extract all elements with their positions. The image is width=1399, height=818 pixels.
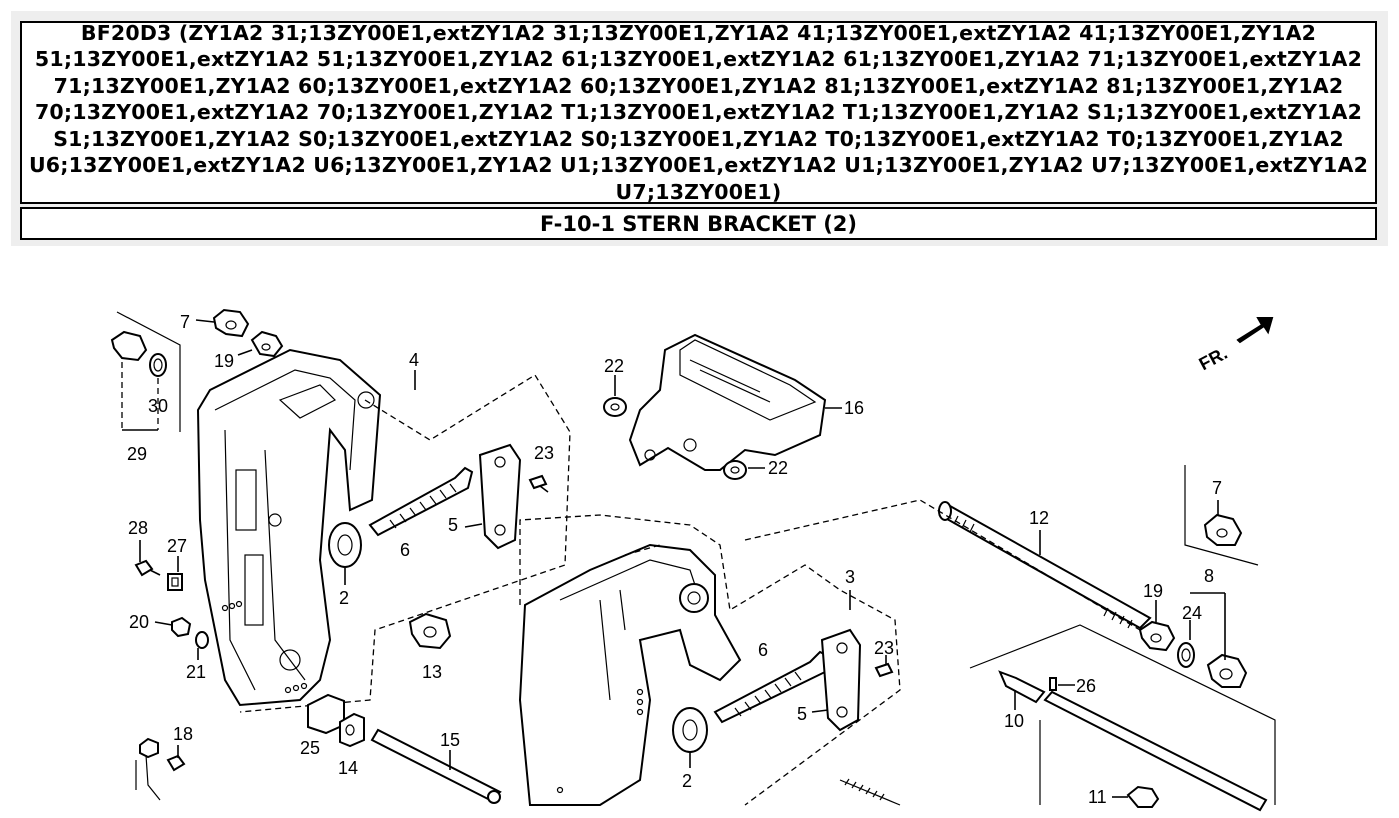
callout: 8 [1204,566,1214,586]
callout: 23 [534,443,554,463]
front-direction-arrow: FR. [1196,317,1274,374]
callout-labels: 7 19 30 29 4 22 16 22 23 5 6 2 28 27 20 … [127,312,1222,807]
model-title: BF20D3 (ZY1A2 31;13ZY00E1,extZY1A2 31;13… [20,21,1377,204]
callout: 7 [180,312,190,332]
callout: 4 [409,350,419,370]
callout: 30 [148,396,168,416]
callout: 6 [400,540,410,560]
callout: 7 [1212,478,1222,498]
inset-nut-washer [110,311,181,432]
callout: 11 [1088,787,1107,807]
callout: 16 [844,398,864,418]
subassembly-4-outline [239,370,571,713]
thrust-bracket [603,333,842,480]
swivel-shaft [744,499,1152,631]
callout: 5 [797,704,807,724]
inset-nut-right [1184,465,1259,566]
callout: 21 [186,662,206,682]
small-parts-left [134,540,452,660]
tilt-rod-right [672,628,894,768]
callout: 13 [422,662,442,682]
callout: 15 [440,730,460,750]
shaft-nuts-right [1138,592,1248,688]
nut-7-19 [195,308,284,358]
callout: 3 [845,567,855,587]
stern-bracket-right [518,543,742,806]
callout: 20 [129,612,149,632]
callout: 12 [1029,508,1049,528]
section-title-text: F-10-1 STERN BRACKET (2) [539,211,858,236]
callout: 27 [167,536,187,556]
tilt-rod-left [328,443,549,585]
callout: 25 [300,738,320,758]
callout: 22 [768,458,788,478]
ground-cable [135,737,186,801]
subassembly-3-outline [519,514,901,806]
callout: 10 [1004,711,1024,731]
callout: 22 [604,356,624,376]
callout: 28 [128,518,148,538]
lower-right-assembly [839,624,1276,812]
callout: 2 [339,588,349,608]
model-title-text: BF20D3 (ZY1A2 31;13ZY00E1,extZY1A2 31;13… [28,20,1369,204]
stern-bracket-left [196,348,382,707]
callout: 5 [448,515,458,535]
callout: 18 [173,724,193,744]
callout: 19 [214,351,234,371]
callout: 19 [1143,581,1163,601]
bushings-and-pin [307,693,502,804]
callout: 24 [1182,603,1202,623]
section-title: F-10-1 STERN BRACKET (2) [20,207,1377,240]
callout: 29 [127,444,147,464]
callout: 23 [874,638,894,658]
callout: 6 [758,640,768,660]
direction-label: FR. [1196,343,1231,374]
callout: 14 [338,758,358,778]
callout: 2 [682,771,692,791]
callout: 26 [1076,676,1096,696]
